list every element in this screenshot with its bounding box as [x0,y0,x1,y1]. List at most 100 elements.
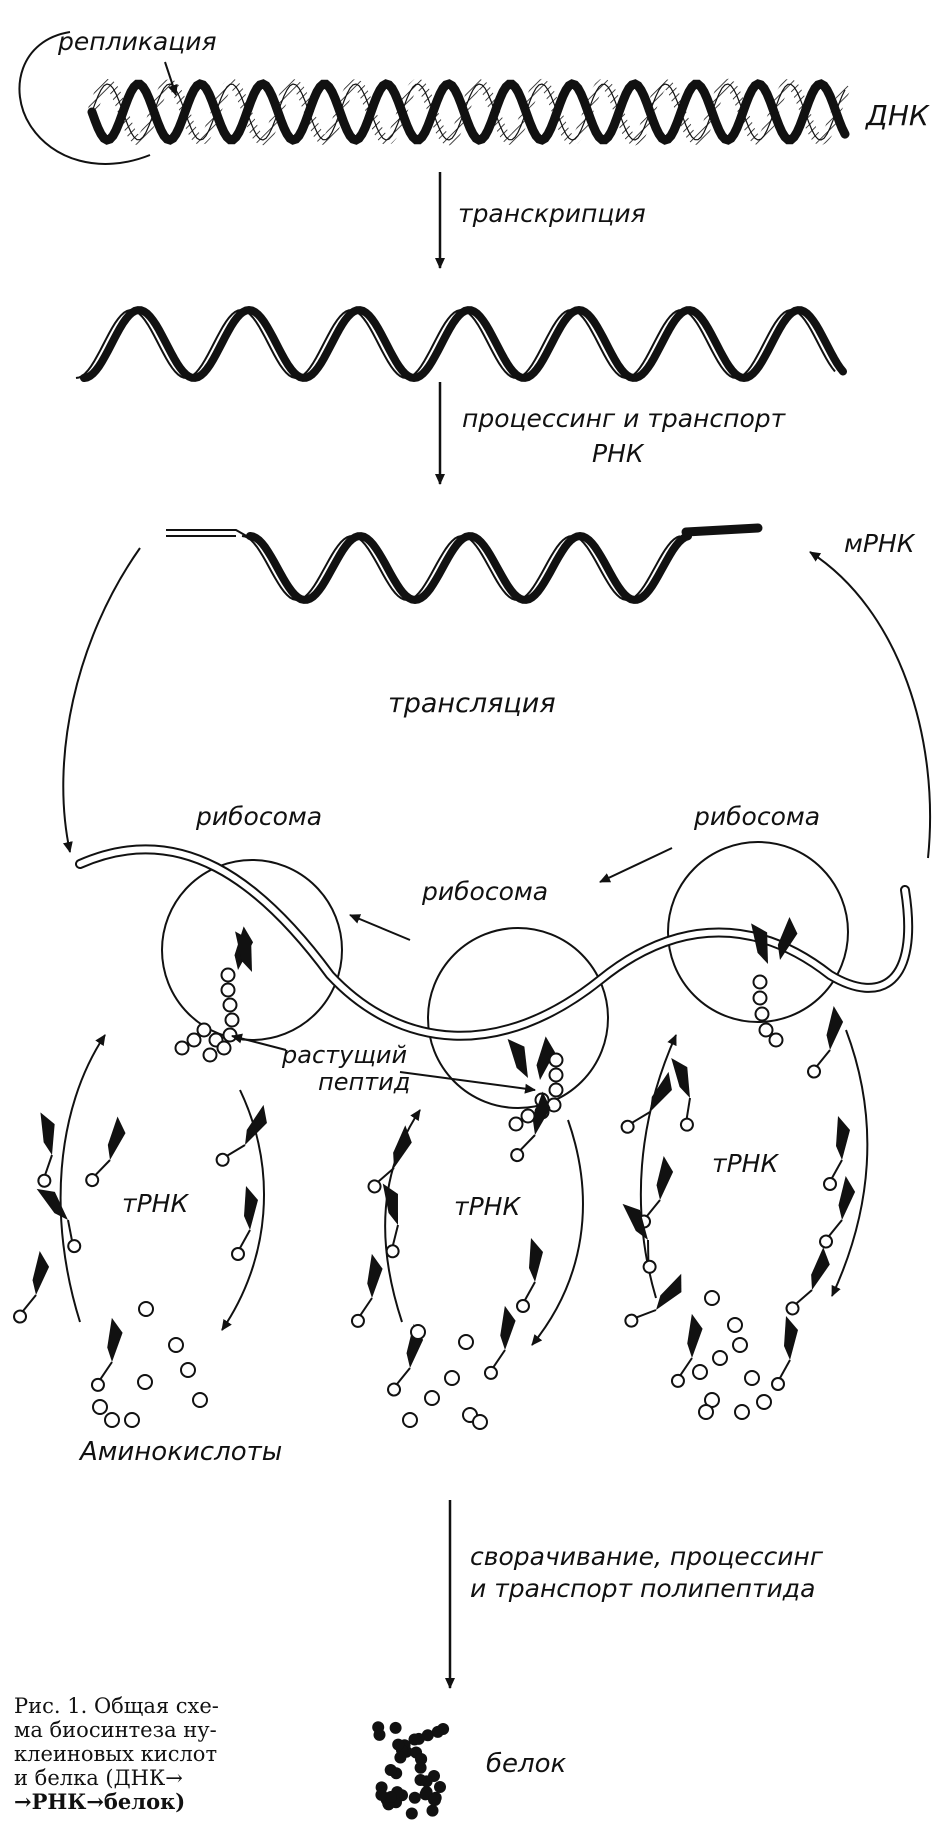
peptide-residue [550,1069,563,1082]
protein-residue [409,1792,421,1804]
mrna-strand [166,528,758,600]
amino-acids-label: Аминокислоты [78,1437,282,1467]
peptide-residue [754,992,767,1005]
free-trna [214,1098,274,1175]
trna-stem [100,1361,112,1380]
transcription-label: транскрипция [458,199,646,228]
free-trna [27,1110,65,1187]
protein-residue [392,1739,404,1751]
caption-line-1: Рис. 1. Общая схе- [14,1694,344,1718]
trna-right-label: тРНК [712,1149,779,1178]
caption-line-4: и белка (ДНК→ [14,1766,344,1790]
trna-amino-acid [824,1178,836,1190]
trna-stem [680,1357,692,1376]
trna-wedge [654,1156,675,1202]
trna-stem [397,1366,410,1385]
trna-stem [525,1282,535,1300]
trna-stem [796,1287,812,1307]
free-trna [517,1238,543,1312]
free-trna [351,1253,383,1329]
trna-wedge [686,1314,704,1359]
trna-amino-acid [772,1378,784,1390]
free-trna [807,1004,845,1081]
amino-acid-circle [411,1325,425,1339]
amino-acid-circle [403,1413,417,1427]
trna-wedge [836,1116,850,1160]
free-trna [91,1317,123,1393]
amino-acid-circle [713,1351,727,1365]
protein-residue [415,1753,427,1765]
amino-acid-circle [733,1338,747,1352]
trna-amino-acid [641,1259,657,1275]
trna-amino-acid [13,1310,27,1324]
trna-amino-acid [623,1312,640,1329]
amino-acid-circle [728,1318,742,1332]
amino-acid-circle [699,1405,713,1419]
amino-acid-circle [125,1413,139,1427]
processing-label-line1: процессинг и транспорт [462,404,787,433]
trna-wedge [38,1110,59,1156]
ribosome-middle-label: рибосома [421,877,548,906]
growing-peptide-label-line1: растущий [281,1041,407,1069]
protein-residue [375,1789,387,1801]
left-cycle-arrow [63,548,140,852]
trna-wedge [244,1186,258,1230]
trna-stem [832,1160,842,1178]
amino-acid-circle [181,1363,195,1377]
amino-acid-circle [138,1375,152,1389]
trna-stem [493,1349,505,1368]
trna-wedge [366,1254,384,1299]
trna-stem [96,1157,110,1177]
amino-acid-circle [425,1391,439,1405]
trna-amino-acid [517,1300,529,1312]
dna-helix [92,84,845,140]
trna-stem [42,1155,55,1174]
growing-peptide-arrow-left [232,1036,286,1050]
folding-label-line1: сворачивание, процессинг [470,1542,824,1571]
free-trna [85,1113,129,1191]
ribosome-direction-arrow-right [600,848,672,882]
free-trna [367,1120,417,1198]
amino-acid-circle [735,1405,749,1419]
protein-residue [385,1764,397,1776]
trna-wedge [104,1116,129,1162]
trna-wedge [669,1054,697,1100]
amino-acid-circle [139,1302,153,1316]
protein-residue [415,1774,427,1786]
amino-acid-circle [745,1371,759,1385]
peptide-residue [222,984,235,997]
free-trna [484,1305,516,1381]
protein-icon [372,1721,449,1819]
trna-wedge [35,1181,74,1224]
trna-stem [780,1360,790,1378]
caption-line-3: клеиновых кислот [14,1742,344,1766]
trna-stem [639,1240,657,1261]
protein-label: белок [486,1749,567,1779]
free-trna [619,1065,679,1142]
peptide-residue [188,1034,201,1047]
trna-stem [681,1098,697,1118]
trna-wedge [824,1006,845,1052]
amino-acid-circle [445,1371,459,1385]
free-trna [772,1316,798,1390]
folding-label-line2: и транспорт полипептида [470,1574,815,1603]
dna-label: ДНК [864,99,930,132]
caption-line-2: ма биосинтеза ну- [14,1718,344,1742]
free-amino-acids [93,1291,771,1429]
amino-acid-circle [693,1365,707,1379]
trna-amino-acid [351,1314,364,1327]
peptide-residue [218,1042,231,1055]
amino-acid-circle [473,1415,487,1429]
trna-stem [240,1230,250,1248]
free-trna [785,1242,835,1320]
free-trna [623,1265,690,1338]
trna-stem [829,1218,842,1237]
free-trna [232,1186,258,1260]
trna-amino-acid [510,1148,525,1163]
trna-wedge [806,1247,834,1293]
trna-amino-acid [671,1374,684,1387]
protein-residue [432,1726,444,1738]
protein-residue [427,1805,439,1817]
replication-label: репликация [57,27,217,56]
